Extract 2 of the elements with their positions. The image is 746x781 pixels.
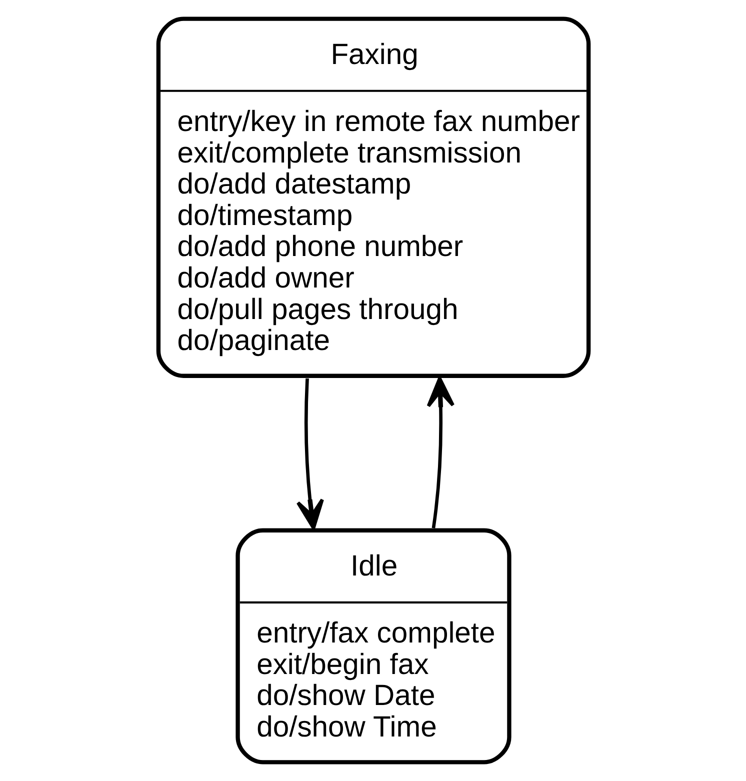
arrow	[426, 376, 454, 528]
arrow	[296, 378, 324, 530]
